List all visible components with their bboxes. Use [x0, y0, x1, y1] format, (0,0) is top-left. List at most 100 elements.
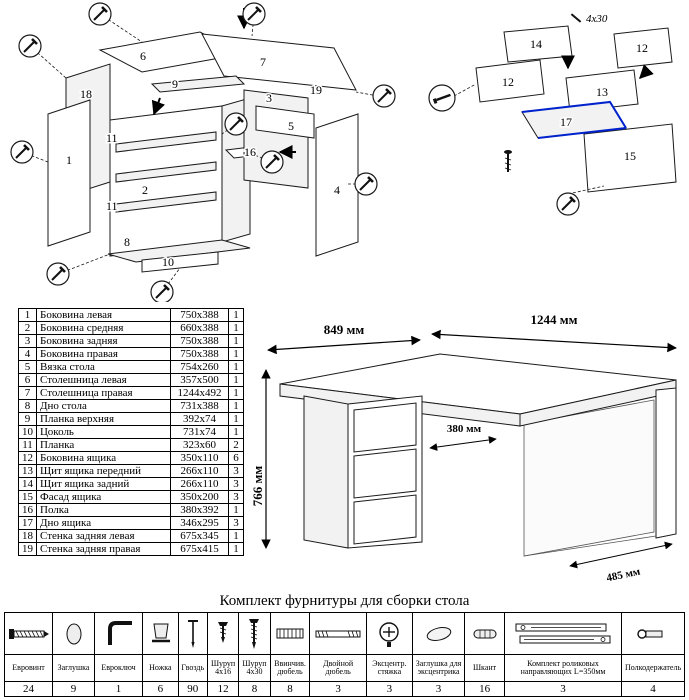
- screw-4x30-icon: [249, 618, 260, 649]
- panel-top-right-shape: [201, 33, 357, 91]
- part-size: 266x110: [170, 477, 229, 491]
- parts-table-body: 1 Боковина левая 750x388 1 2 Боковина ср…: [18, 308, 244, 556]
- part-qty: 1: [228, 425, 244, 439]
- part-qty: 1: [228, 360, 244, 374]
- part-qty: 3: [228, 490, 244, 504]
- part-number: 12: [18, 451, 37, 465]
- hardware-qty: 8: [269, 681, 311, 697]
- eurokey-icon: [107, 620, 132, 645]
- part-label-16: 16: [244, 145, 256, 159]
- panel-top-strip-shape: [150, 75, 246, 93]
- loose-screw: [504, 150, 512, 172]
- parts-table-row: 5 Вязка стола 754x260 1: [18, 360, 244, 374]
- confirmat-screw-icon: [432, 93, 451, 104]
- part-name: Стенка задняя левая: [36, 529, 171, 543]
- parts-table-row: 14 Щит ящика задний 266x110 3: [18, 477, 244, 491]
- parts-table-row: 18 Стенка задняя левая 675x345 1: [18, 529, 244, 543]
- part-number: 15: [18, 490, 37, 504]
- part-qty: 1: [228, 334, 244, 348]
- hardware-qty: 4: [621, 681, 685, 697]
- parts-table: 1 Боковина левая 750x388 1 2 Боковина ср…: [18, 308, 244, 556]
- part-size: 750x388: [170, 334, 229, 348]
- part-label-17: 17: [560, 115, 572, 129]
- part-number-labels: 14 12 12 13 17 15: [501, 36, 650, 165]
- dim-label-485: 485 мм: [605, 566, 641, 585]
- cam-cover-icon-cell: [411, 612, 466, 655]
- hardware-qty: 1: [93, 681, 144, 697]
- part-qty: 1: [228, 529, 244, 543]
- cam-lock-icon-cell: [365, 612, 413, 655]
- drawer-side-right-shape: [613, 27, 673, 69]
- part-label-2: 2: [142, 183, 148, 197]
- hardware-name: Гвоздь: [177, 654, 208, 682]
- drawer-front-inner-shape: [565, 69, 639, 113]
- roller-guides-icon: [515, 623, 611, 643]
- part-size: 731x74: [170, 425, 229, 439]
- part-size: 675x345: [170, 529, 229, 543]
- part-number: 18: [18, 529, 37, 543]
- part-label-5: 5: [288, 119, 294, 133]
- hardware-qty-row: 24 9 1 6 90 12 8 8 3 3 3 16 3 4: [3, 681, 685, 697]
- dim-label-1244: 1244 мм: [531, 312, 578, 327]
- dim-line-1244: [431, 329, 677, 353]
- hardware-qty: 9: [52, 681, 95, 697]
- part-name: Планка верхняя: [36, 412, 171, 426]
- hardware-name: Евровинт: [3, 654, 54, 682]
- part-number: 7: [18, 386, 37, 400]
- part-qty: 1: [228, 542, 244, 556]
- part-number: 9: [18, 412, 37, 426]
- right-side-panel-shape: [655, 387, 677, 539]
- hardware-name: Шкант: [464, 654, 505, 682]
- screw-4x16-icon: [218, 621, 229, 643]
- part-size: 750x388: [170, 347, 229, 361]
- hardware-name: Комплект роликовых направляющих L=350мм: [503, 654, 623, 682]
- part-qty: 3: [228, 516, 244, 530]
- part-qty: 2: [228, 438, 244, 452]
- parts-table-row: 11 Планка 323x60 2: [18, 438, 244, 452]
- part-qty: 1: [228, 399, 244, 413]
- part-size: 675x415: [170, 542, 229, 556]
- assembly-arrows: [561, 55, 654, 79]
- hardware-name: Заглушка для эксцентрика: [411, 654, 466, 682]
- dim-line-380: [429, 436, 497, 451]
- double-dowel-icon: [315, 630, 361, 637]
- hardware-qty: 3: [411, 681, 466, 697]
- part-number: 16: [18, 503, 37, 517]
- part-size: 392x74: [170, 412, 229, 426]
- part-name: Боковина правая: [36, 347, 171, 361]
- hardware-table: Евровинт Заглушка Евроключ Ножка Гвоздь …: [3, 612, 685, 697]
- hardware-qty: 90: [177, 681, 208, 697]
- hardware-name: Эксцентр. стяжка: [365, 654, 413, 682]
- dowel-icon-cell: [464, 612, 505, 655]
- part-number-labels: 1 2 3 4 5 6 7 8 9 10 11 11 16 18 19: [65, 48, 342, 271]
- part-label-10: 10: [162, 255, 174, 269]
- parts-table-row: 6 Столешница левая 357x500 1: [18, 373, 244, 387]
- screw-size-note: 4x30: [570, 13, 608, 25]
- double-dowel-icon-cell: [309, 612, 367, 655]
- hardware-name: Двойной дюбель: [309, 654, 367, 682]
- fastener-callouts: [428, 83, 605, 216]
- pedestal-side-shape: [221, 97, 251, 243]
- part-label-8: 8: [124, 235, 130, 249]
- parts-table-row: 1 Боковина левая 750x388 1: [18, 308, 244, 322]
- plinth-shape: [141, 251, 219, 273]
- drawer-rail-shape: [115, 191, 217, 213]
- part-name: Боковина ящика: [36, 451, 171, 465]
- euroscrew-icon-cell: [3, 612, 54, 655]
- hardware-qty: 3: [309, 681, 367, 697]
- part-number: 17: [18, 516, 37, 530]
- part-size: 350x200: [170, 490, 229, 504]
- part-qty: 1: [228, 321, 244, 335]
- screw-dowel-icon-cell: [269, 612, 311, 655]
- parts-table-row: 19 Стенка задняя правая 675x415 1: [18, 542, 244, 556]
- nail-icon: [187, 619, 198, 648]
- cam-cover-icon: [426, 626, 451, 641]
- hardware-name: Полкодержатель: [621, 654, 685, 682]
- hardware-name: Ножка: [142, 654, 179, 682]
- drawer-front-3: [353, 494, 417, 545]
- desk-back-wall-shape: [523, 399, 655, 557]
- plug-icon: [66, 623, 82, 644]
- part-name: Боковина задняя: [36, 334, 171, 348]
- screw-size-label: 4x30: [586, 13, 608, 25]
- part-label-7: 7: [260, 55, 266, 69]
